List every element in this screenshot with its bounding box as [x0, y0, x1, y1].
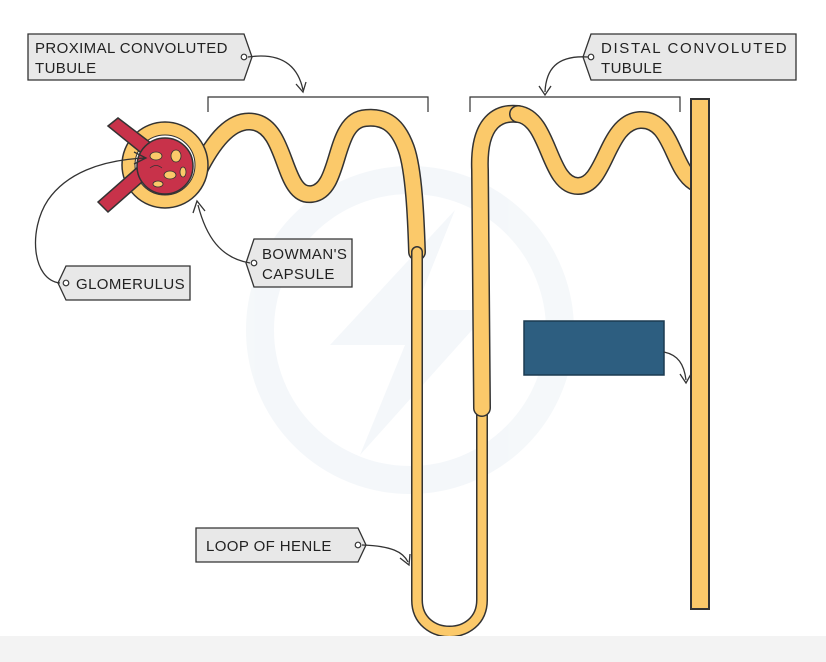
proximal-convoluted-tubule	[189, 108, 426, 261]
bowman-label-line2: CAPSULE	[262, 266, 335, 283]
proximal-pointer-arrow	[247, 55, 307, 94]
bowman-label-line1: BOWMAN'S	[262, 246, 347, 263]
glomerulus-pointer-arrow	[34, 151, 148, 284]
collecting-duct	[690, 98, 710, 610]
glomerulus	[96, 117, 194, 214]
distal-convoluted-tubule	[509, 105, 703, 195]
proximal-convoluted-tubule-label: PROXIMAL CONVOLUTED TUBULE	[27, 33, 253, 81]
distal-convoluted-tubule-label: DISTAL CONVOLUTED TUBULE	[582, 33, 797, 81]
proximal-label-line1: PROXIMAL CONVOLUTED	[35, 40, 228, 57]
hidden-label-box	[523, 320, 665, 376]
proximal-bracket	[207, 96, 429, 112]
distal-pointer-arrow	[538, 56, 589, 97]
distal-label-line2: TUBULE	[601, 60, 663, 77]
bowmans-capsule-label: BOWMAN'S CAPSULE	[245, 238, 353, 288]
bowmans-pointer-arrow	[192, 199, 251, 264]
glomerulus-label-text: GLOMERULUS	[76, 276, 185, 293]
distal-bracket	[469, 96, 681, 112]
proximal-label-line2: TUBULE	[35, 60, 97, 77]
footer-bar	[0, 636, 826, 662]
loop-of-henle-label: LOOP OF HENLE	[195, 527, 367, 563]
collecting-duct-pointer-arrow	[663, 351, 692, 385]
loop-of-henle-label-text: LOOP OF HENLE	[206, 538, 332, 555]
glomerulus-label: GLOMERULUS	[57, 265, 191, 301]
distal-label-line1: DISTAL CONVOLUTED	[601, 40, 787, 57]
loop-of-henle-pointer-arrow	[361, 544, 411, 567]
